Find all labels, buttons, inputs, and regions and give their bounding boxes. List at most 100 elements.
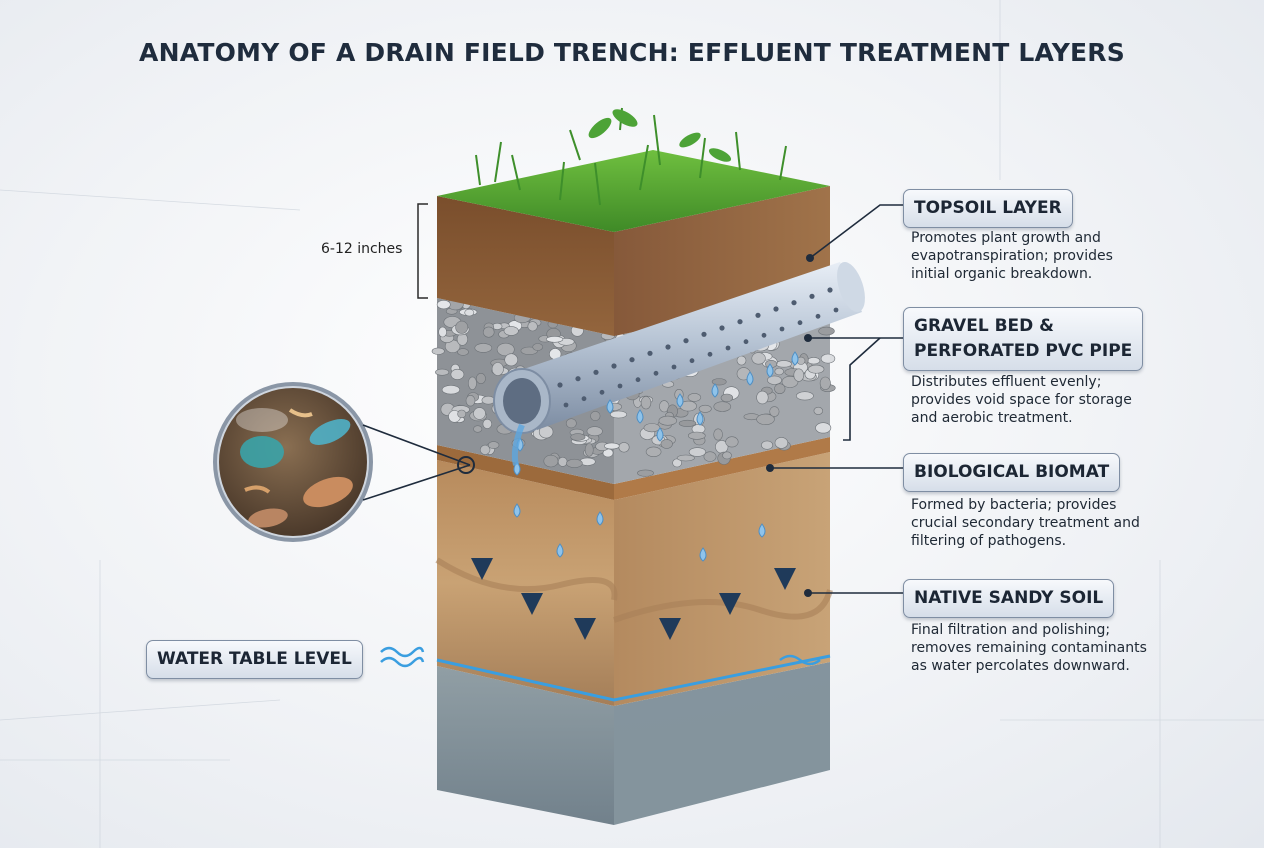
pipe-hole [815,313,821,319]
pipe-hole [683,338,689,344]
gravel-pebble [457,348,469,356]
pipe-hole [593,369,599,375]
pipe-hole [725,345,731,351]
gravel-pebble [815,422,832,434]
gravel-pebble [761,440,774,450]
percolation-arrow-head [659,618,681,640]
water-table-wave-icon [380,646,425,668]
pipe-hole [755,312,761,318]
pipe-hole [611,363,617,369]
gravel-pebble [688,447,707,457]
gravel-pebble [482,326,495,338]
gravel-pebble [457,409,467,419]
gravel-pebble [482,418,492,429]
gravel-pebble [807,357,821,365]
water-droplet [711,383,719,398]
gravel-pebble [793,368,805,382]
pipe-hole [773,306,779,312]
water-table-label: WATER TABLE LEVEL [146,640,363,679]
page-title: ANATOMY OF A DRAIN FIELD TRENCH: EFFLUEN… [139,38,1125,67]
gravel-pebble [722,451,732,460]
water-droplet [791,351,799,366]
gravel-pebble [570,433,586,441]
gravel-pebble [487,441,500,449]
gravel-pebble [473,407,486,420]
sandy-soil-label: NATIVE SANDY SOIL [903,579,1115,618]
percolation-arrow-head [774,568,796,590]
gravel-pebble [584,443,594,457]
gravel-pebble [769,406,780,417]
gravel-pebble [756,390,769,405]
pipe-hole [635,377,641,383]
biomat-label: BIOLOGICAL BIOMAT [903,453,1121,492]
gravel-pebble [545,335,564,343]
water-droplet [513,503,521,518]
water-droplet [556,543,564,558]
sandy-soil-description: Final filtration and polishing; removes … [911,622,1147,674]
gravel-pebble [645,446,662,457]
pipe-hole [557,382,563,388]
gravel-pebble [441,385,461,395]
pipe-hole [737,319,743,325]
depth-bracket [417,203,428,299]
percolation-arrow-head [521,593,543,615]
pipe-hole [617,383,623,389]
pipe-hole [665,344,671,350]
gravel-pebble [756,413,775,426]
gravel-pebble [566,458,583,468]
gravel-pebble [807,364,825,374]
perforated-pvc-pipe [493,261,865,434]
topsoil-label: TOPSOIL LAYER [903,189,1073,228]
water-droplet [596,511,604,526]
gravel-pebble [438,326,447,338]
pipe-hole [797,320,803,326]
pipe-hole [647,350,653,356]
pipe-hole [761,332,767,338]
gravel-pebble [819,376,831,390]
gravel-pebble [527,321,538,332]
gravel-pebble [557,456,568,467]
gravel-pebble [637,469,654,477]
gravel-pebble [590,410,601,421]
water-droplet [696,411,704,426]
biomat-focus-ring [457,456,475,474]
gravel-pebble [736,355,747,366]
water-droplet [656,427,664,442]
microscope-inset [213,382,373,542]
grass-surface [437,107,830,232]
pipe-hole [707,351,713,357]
pipe-hole [599,389,605,395]
biomat-layer [437,437,830,500]
gravel-pebble [813,406,823,415]
gravel-pebble [503,326,519,336]
gravel-pebble [774,367,784,376]
gravel-pebble [818,326,835,336]
gravel-pebble [720,393,734,403]
pipe-hole [743,339,749,345]
gravel-pebble [473,425,483,433]
water-droplet [758,523,766,538]
percolation-arrow-head [574,618,596,640]
gravel-pebble [678,419,697,427]
gravel-pebble [676,454,695,462]
pipe-hole [809,293,815,299]
pipe-hole [581,396,587,402]
sandy-soil-layer [435,452,833,706]
gravel-pebble [658,415,677,426]
gravel-pebble [474,343,493,353]
gravel-pebble [481,395,495,405]
pipe-hole [689,358,695,364]
gravel-pebble [479,444,491,455]
water-saturated-zone [437,662,830,825]
gravel-pebble [504,353,519,367]
gravel-pebble [609,410,627,419]
pipe-hole [575,376,581,382]
pipe-hole [833,307,839,313]
gravel-pipe-description: Distributes effluent evenly; provides vo… [911,374,1132,426]
gravel-pipe-label: GRAVEL BED & PERFORATED PVC PIPE [903,307,1144,371]
gravel-pebble [586,426,603,437]
pipe-hole [629,357,635,363]
percolation-arrow-head [471,558,493,580]
percolation-arrow-head [719,593,741,615]
gravel-pebble [475,372,486,384]
